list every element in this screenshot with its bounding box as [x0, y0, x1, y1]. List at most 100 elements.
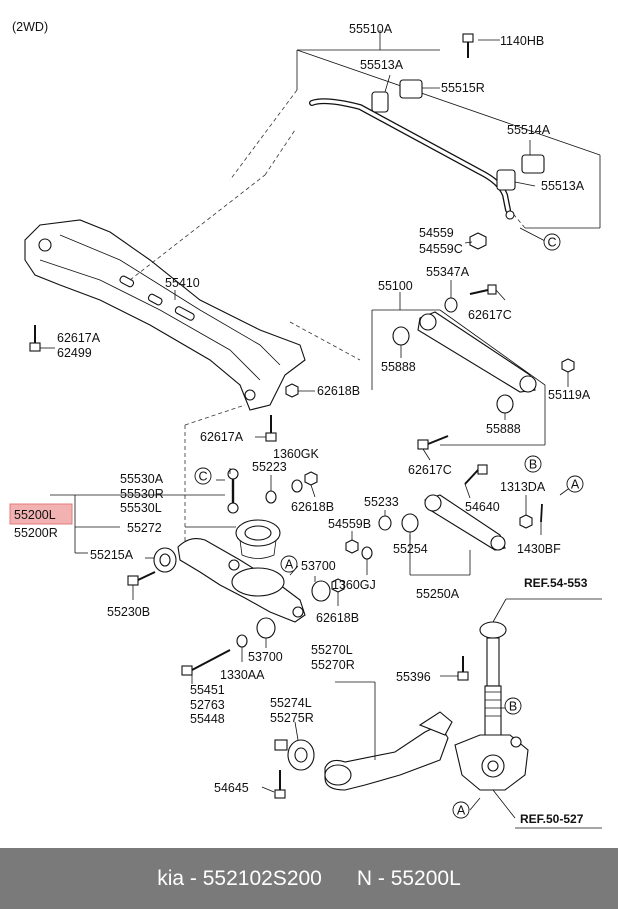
stabilizer-bar-box — [229, 30, 601, 229]
link-55250A — [424, 494, 506, 551]
bolt-1140HB — [462, 33, 474, 58]
svg-text:C: C — [547, 236, 556, 250]
label-55514A: 55514A — [507, 123, 551, 137]
footer-sep-1: - — [184, 866, 203, 890]
svg-text:B: B — [529, 458, 537, 472]
label-54640: 54640 — [465, 500, 500, 514]
footer-gap — [322, 867, 357, 891]
nut-62618B-lower — [331, 578, 345, 593]
bolt-62617C-upper — [469, 284, 497, 295]
svg-text:A: A — [285, 558, 294, 572]
label-55410: 55410 — [165, 276, 200, 290]
knuckle — [454, 734, 529, 791]
bolt-54640 — [464, 464, 488, 485]
part-number-footer: kia - 552102S200 N - 55200L — [0, 848, 618, 909]
footer-code: N - 55200L — [356, 866, 461, 890]
footer-part-number: 552102S200 — [202, 866, 322, 890]
label-55215A: 55215A — [90, 548, 134, 562]
label-55347A: 55347A — [426, 265, 470, 279]
nut-54559 — [469, 232, 487, 250]
ref-upper-label: REF.54-553 — [524, 576, 588, 590]
bolt-62617A-left — [29, 325, 41, 352]
label-54559: 54559 — [419, 226, 454, 240]
bushing-55254 — [401, 513, 419, 533]
upper-arm-55100 — [417, 311, 537, 393]
label-1140HB: 1140HB — [500, 34, 544, 48]
washer-1360GJ — [361, 546, 373, 560]
parts-diagram: C C B B A A A (2WD) 55510A 1140HB 55513A… — [9, 20, 602, 829]
label-62618B-upper: 62618B — [317, 384, 360, 398]
label-55396: 55396 — [396, 670, 431, 684]
label-55272: 55272 — [127, 521, 162, 535]
label-53700-lower: 53700 — [248, 650, 283, 664]
label-55275R: 55275R — [270, 711, 314, 725]
label-62617A-left: 62617A — [57, 331, 101, 345]
label-54645: 54645 — [214, 781, 249, 795]
label-1313DA: 1313DA — [500, 480, 546, 494]
variant-label: (2WD) — [12, 20, 48, 34]
stabilizer-link-55530 — [227, 468, 239, 514]
label-54559C: 54559C — [419, 242, 463, 256]
leader-lines — [40, 39, 602, 829]
shock-absorber — [479, 621, 507, 737]
label-1360GK: 1360GK — [273, 447, 320, 461]
callout-c-1: C — [543, 233, 561, 251]
svg-text:A: A — [571, 478, 580, 492]
callout-a-3: A — [452, 801, 470, 819]
bushing-55274 — [274, 739, 315, 771]
label-1360GJ: 1360GJ — [332, 578, 376, 592]
bolt-62617C-lower — [417, 435, 449, 450]
label-55200R: 55200R — [14, 526, 58, 540]
label-54559B: 54559B — [328, 517, 371, 531]
bushing-55233 — [378, 515, 392, 531]
label-55250A: 55250A — [416, 587, 460, 601]
lower-arm — [177, 538, 306, 623]
label-55513A-top: 55513A — [360, 58, 404, 72]
label-1330AA: 1330AA — [220, 668, 265, 682]
label-1430BF: 1430BF — [517, 542, 561, 556]
labels: (2WD) 55510A 1140HB 55513A 55515R 55514A… — [12, 20, 591, 826]
label-55513A-right: 55513A — [541, 179, 585, 193]
label-55451: 55451 — [190, 683, 225, 697]
label-62617A-mid: 62617A — [200, 430, 244, 444]
svg-text:C: C — [198, 470, 207, 484]
label-62617C-upper: 62617C — [468, 308, 512, 322]
nut-62618B-upper — [285, 383, 299, 398]
bushing-55215A — [153, 547, 177, 573]
label-53700-upper: 53700 — [301, 559, 336, 573]
dash-link-3 — [289, 321, 361, 361]
bolt-55230B — [127, 571, 156, 586]
bolt-62617A-mid — [265, 415, 277, 442]
bushing-53700-upper — [311, 580, 331, 602]
label-55530R: 55530R — [120, 487, 164, 501]
label-55270L: 55270L — [311, 643, 353, 657]
label-52763: 52763 — [190, 698, 225, 712]
nut-62618B-mid — [304, 471, 318, 486]
label-55448: 55448 — [190, 712, 225, 726]
label-55515R: 55515R — [441, 81, 485, 95]
label-55100: 55100 — [378, 279, 413, 293]
label-55233: 55233 — [364, 495, 399, 509]
ref-lower-label: REF.50-527 — [520, 812, 584, 826]
nut-55119A — [561, 358, 575, 373]
label-55223: 55223 — [252, 460, 287, 474]
trailing-arm-55270 — [324, 711, 453, 791]
svg-text:B: B — [509, 700, 517, 714]
label-55888-left: 55888 — [381, 360, 416, 374]
callout-b-2: B — [504, 697, 522, 715]
crossmember-55410 — [24, 219, 306, 411]
label-55254: 55254 — [393, 542, 428, 556]
washer-1330AA — [236, 634, 248, 648]
callout-b-1: B — [524, 455, 542, 473]
label-55530L: 55530L — [120, 501, 162, 515]
label-55888-right: 55888 — [486, 422, 521, 436]
dash-link-1 — [129, 174, 266, 281]
washer-54559B — [345, 539, 359, 554]
label-55274L: 55274L — [270, 696, 312, 710]
dash-link-2 — [264, 129, 296, 176]
nut-1313DA — [519, 514, 533, 529]
upper-arm-box — [371, 292, 546, 446]
bushing-53700-lower — [256, 617, 276, 639]
washer-55347A — [444, 297, 458, 313]
